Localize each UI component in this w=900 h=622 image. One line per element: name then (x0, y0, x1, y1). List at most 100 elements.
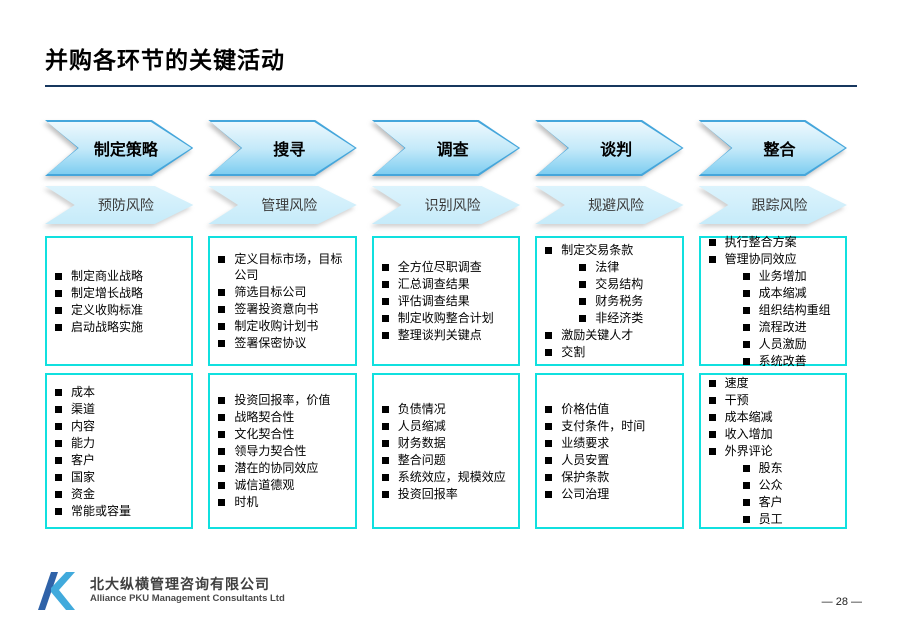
list-item: 文化契合性 (218, 426, 350, 442)
list-item: 价格估值 (545, 401, 677, 417)
list-item: 公司治理 (545, 486, 677, 502)
bullet-square-icon (579, 281, 587, 288)
bullet-square-icon (381, 422, 389, 430)
list-item: 管理协同效应 (708, 251, 841, 267)
list-item-text: 内容 (71, 418, 96, 433)
risk-arrow: 预防风险 (45, 186, 194, 224)
page-number: — 28 — (821, 596, 862, 608)
list-item: 财务税务 (579, 293, 677, 309)
list-item-text: 汇总调查结果 (397, 277, 470, 291)
stage-column-1: 制定策略 预防风险 制定商业战略制定增长战略定义收购标准启动战略实施 成本渠道内… (45, 120, 194, 529)
list-item: 收入增加 (708, 426, 841, 442)
risk-arrow: 跟踪风险 (698, 186, 847, 224)
list-item-text: 制定商业战略 (71, 268, 144, 283)
list-item-text: 支付条件，时间 (561, 418, 646, 433)
list-item: 外界评论 (708, 443, 841, 459)
activities-box: 制定商业战略制定增长战略定义收购标准启动战略实施 (45, 236, 194, 366)
bullet-square-icon (381, 439, 389, 447)
list-item-text: 常能或容量 (71, 503, 132, 518)
list-item-text: 速度 (724, 376, 749, 390)
bullet-square-icon (218, 289, 226, 296)
list-item: 启动战略实施 (55, 319, 187, 335)
bullet-square-icon (708, 414, 716, 421)
list-item-text: 签署保密协议 (234, 336, 307, 350)
bullet-square-icon (708, 255, 716, 263)
list-item: 制定交易条款 (545, 242, 677, 258)
list-item: 股东 (742, 460, 841, 476)
list-item: 资金 (55, 486, 187, 502)
list-item-text: 组织结构重组 (758, 302, 831, 317)
bullet-square-icon (218, 448, 226, 455)
list-item: 法律 (579, 259, 677, 275)
list-item-text: 执行整合方案 (724, 234, 797, 249)
bullet-square-icon (708, 238, 716, 246)
bullet-square-icon (545, 349, 553, 356)
bullet-square-icon (55, 405, 62, 413)
risk-arrow: 识别风险 (371, 186, 521, 224)
bullet-square-icon (742, 465, 750, 472)
stage-arrow-label: 谈判 (600, 142, 633, 159)
list-item-text: 整合问题 (397, 452, 446, 467)
slide-header: 并购各环节的关键活动 (45, 46, 857, 87)
list-item: 成本缩减 (742, 285, 841, 301)
stage-arrow: 制定策略 (45, 120, 194, 176)
bullet-square-icon (381, 405, 389, 413)
list-item: 渠道 (55, 401, 187, 417)
bullet-square-icon (55, 388, 62, 396)
activities-box: 定义目标市场，目标公司筛选目标公司签署投资意向书制定收购计划书签署保密协议 (208, 236, 357, 366)
list-item-text: 系统改善 (758, 353, 807, 368)
bullet-square-icon (742, 272, 750, 280)
bullet-square-icon (381, 332, 389, 339)
list-item: 人员安置 (545, 452, 677, 468)
list-item: 人员缩减 (381, 418, 514, 434)
list-item: 筛选目标公司 (218, 284, 350, 300)
list-item: 制定收购计划书 (218, 318, 350, 334)
list-item-text: 外界评论 (724, 444, 773, 458)
bullet-square-icon (55, 272, 62, 280)
bullet-square-icon (742, 482, 750, 489)
list-item-text: 负债情况 (397, 401, 446, 416)
list-item: 支付条件，时间 (545, 418, 677, 434)
list-item-text: 交割 (561, 345, 586, 359)
list-item-text: 成本缩减 (758, 285, 807, 300)
list-item: 交易结构 (579, 276, 677, 292)
list-item: 员工 (742, 511, 841, 527)
company-logo-icon (38, 572, 75, 610)
bullet-square-icon (545, 473, 553, 481)
list-item: 定义目标市场，目标公司 (218, 251, 350, 283)
bullet-square-icon (545, 456, 553, 464)
list-item: 战略契合性 (218, 409, 350, 425)
list-item-text: 启动战略实施 (71, 319, 144, 334)
page-title: 并购各环节的关键活动 (45, 46, 857, 87)
list-item-text: 定义收购标准 (71, 302, 144, 317)
company-name-cn: 北大纵横管理咨询有限公司 (90, 575, 270, 592)
stage-arrow: 谈判 (535, 120, 684, 176)
list-item: 负债情况 (381, 401, 514, 417)
list-item: 评估调查结果 (381, 293, 514, 309)
stage-arrow-label: 搜寻 (273, 142, 306, 159)
bullet-square-icon (708, 431, 716, 438)
bullet-square-icon (381, 490, 389, 498)
activities-box: 制定交易条款法律交易结构财务税务非经济类激励关键人才交割 (535, 236, 684, 366)
list-item-text: 管理协同效应 (724, 251, 797, 266)
list-item-text: 法律 (595, 260, 620, 274)
stage-column-2: 搜寻 管理风险 定义目标市场，目标公司筛选目标公司签署投资意向书制定收购计划书签… (208, 120, 357, 529)
bullet-square-icon (218, 499, 226, 506)
list-item: 交割 (545, 344, 677, 360)
bullet-square-icon (381, 298, 389, 305)
bullet-square-icon (579, 315, 587, 322)
list-item-text: 投资回报率 (397, 486, 458, 501)
list-item: 时机 (218, 494, 350, 510)
stage-column-4: 谈判 规避风险 制定交易条款法律交易结构财务税务非经济类激励关键人才交割 价格估… (535, 120, 684, 529)
list-item: 定义收购标准 (55, 302, 187, 318)
list-item-text: 收入增加 (724, 427, 773, 441)
list-item: 流程改进 (742, 319, 841, 335)
list-item: 常能或容量 (55, 503, 187, 519)
bullet-square-icon (55, 456, 62, 464)
bullet-square-icon (218, 306, 226, 313)
footer: 北大纵横管理咨询有限公司 Alliance PKU Management Con… (36, 568, 285, 612)
bullet-square-icon (545, 439, 553, 447)
list-item-text: 文化契合性 (234, 427, 295, 441)
bullet-square-icon (381, 281, 389, 288)
list-item-text: 整理谈判关键点 (397, 328, 482, 342)
